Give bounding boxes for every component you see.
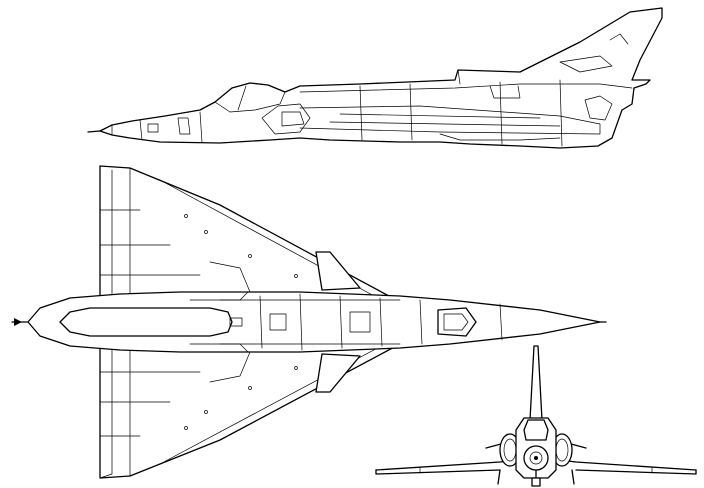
front-wing-right: [559, 459, 697, 471]
top-cockpit: [437, 307, 477, 337]
front-canopy: [523, 419, 549, 441]
side-canopy: [214, 82, 286, 113]
front-view: [375, 345, 697, 487]
side-fuselage: [99, 7, 663, 149]
top-fuel-tank: [59, 307, 233, 337]
top-canard-lower: [315, 353, 361, 393]
front-fin: [529, 345, 543, 421]
side-intake: [261, 103, 311, 135]
front-wing-left: [375, 459, 517, 471]
side-view: [87, 7, 663, 149]
side-fin: [519, 7, 663, 73]
top-rivets: [184, 214, 298, 430]
top-view: [11, 165, 607, 479]
top-canard-upper: [315, 251, 361, 291]
